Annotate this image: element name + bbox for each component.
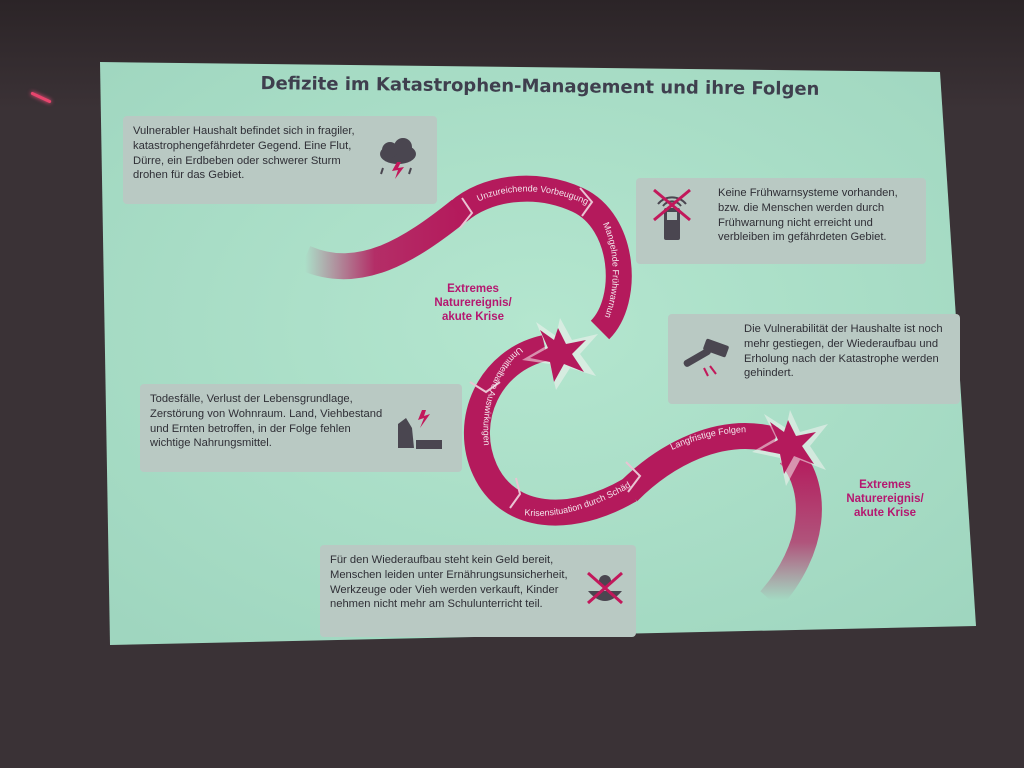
event-label-2: Extremes Naturereignis/ akute Krise <box>846 479 924 519</box>
arrow-tail <box>299 199 469 280</box>
info-box-household: Vulnerabler Haushalt befindet sich in fr… <box>123 116 437 204</box>
arrow-segment-2 <box>464 335 637 526</box>
arrow-divider <box>469 381 501 394</box>
arrow-segment-3 <box>618 423 779 502</box>
event-label-1: Extremes Naturereignis/ akute Krise <box>434 283 512 323</box>
arrow-end <box>760 446 822 609</box>
crisis-star-1 <box>530 328 586 382</box>
no-food-bowl-icon <box>587 571 623 605</box>
info-box-damage: Todesfälle, Verlust der Lebensgrundlage,… <box>140 384 462 472</box>
arrow-segment-1 <box>449 175 632 340</box>
arrow-divider <box>459 197 474 229</box>
info-text: Die Vulnerabilität der Haushalte ist noc… <box>744 323 943 380</box>
crisis-star-2 <box>760 420 816 474</box>
arrow-divider <box>509 477 522 509</box>
arrow-divider <box>579 187 594 217</box>
arrow-divider <box>625 461 642 493</box>
storm-cloud-icon <box>380 138 416 179</box>
info-box-warning: Keine Frühwarnsysteme vorhanden, bzw. di… <box>636 178 926 264</box>
info-text: Vulnerabler Haushalt befindet sich in fr… <box>133 125 355 182</box>
info-text: Für den Wiederaufbau steht kein Geld ber… <box>330 554 568 611</box>
info-box-vulnerability: Die Vulnerabilität der Haushalte ist noc… <box>668 314 960 404</box>
hammer-icon <box>683 338 729 377</box>
info-box-consequences: Für den Wiederaufbau steht kein Geld ber… <box>320 545 636 637</box>
info-text: Keine Frühwarnsysteme vorhanden, bzw. di… <box>718 187 898 244</box>
destroyed-house-icon <box>398 410 442 449</box>
info-text: Todesfälle, Verlust der Lebensgrundlage,… <box>150 393 383 450</box>
no-signal-phone-icon <box>653 188 691 240</box>
